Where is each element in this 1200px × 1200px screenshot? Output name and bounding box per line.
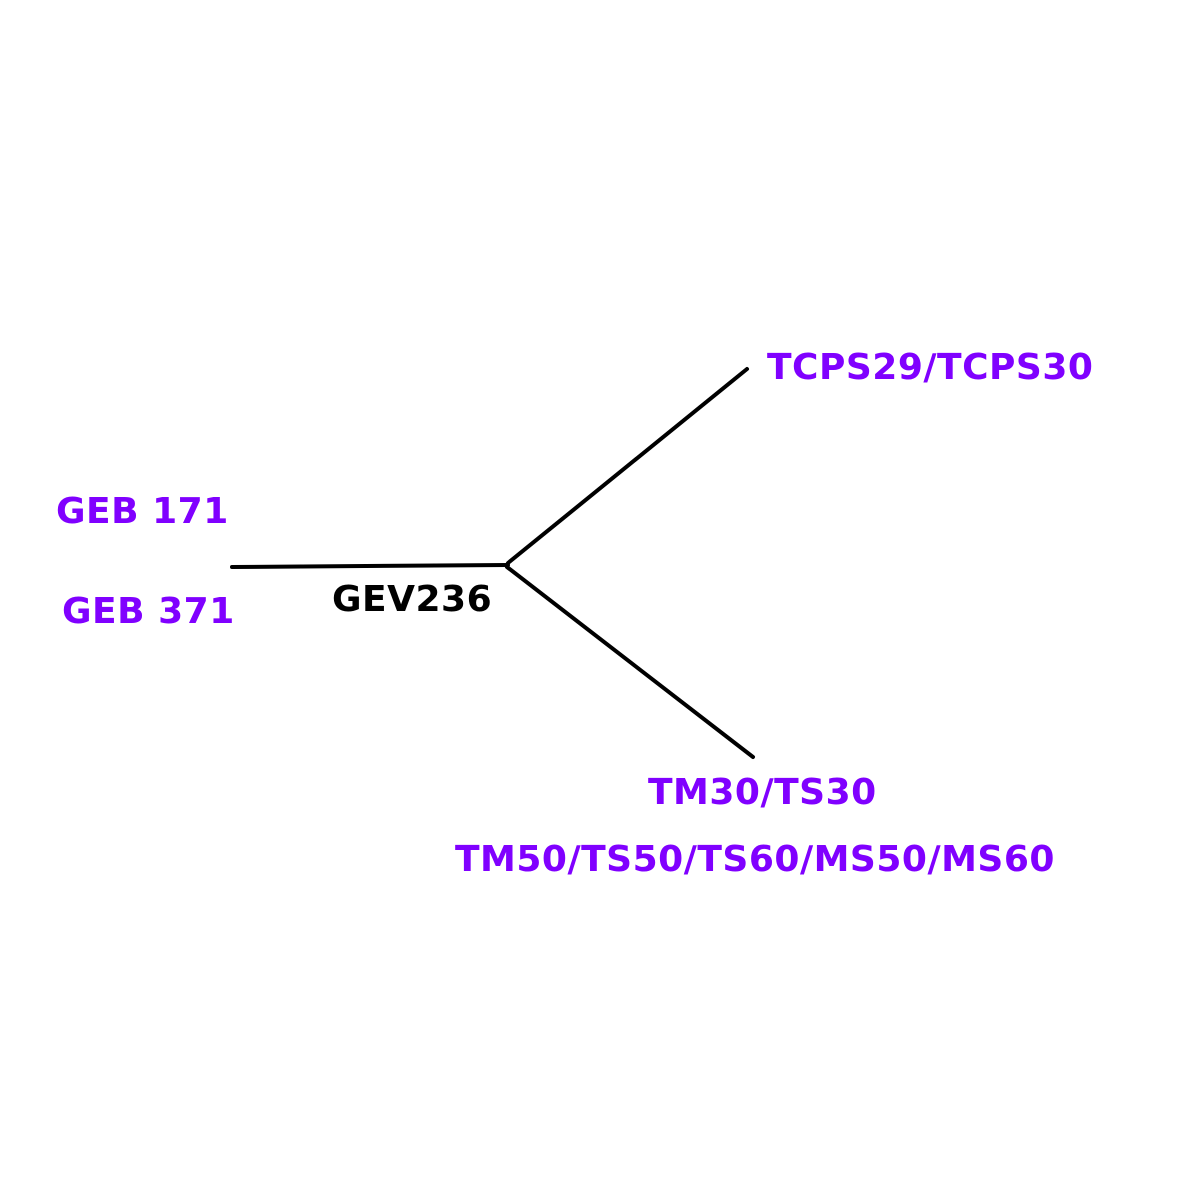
node-label-geb-171: GEB 171 — [56, 491, 229, 532]
upper-right-branch-line — [506, 367, 749, 565]
left-branch-line — [230, 563, 510, 569]
node-label-tcps: TCPS29/TCPS30 — [767, 347, 1094, 388]
lower-right-branch-line — [505, 565, 755, 759]
center-node-label-gev236: GEV236 — [332, 579, 493, 620]
node-label-tm30-ts30: TM30/TS30 — [648, 772, 877, 813]
node-label-tm50-series: TM50/TS50/TS60/MS50/MS60 — [455, 839, 1055, 880]
node-label-geb-371: GEB 371 — [62, 591, 235, 632]
